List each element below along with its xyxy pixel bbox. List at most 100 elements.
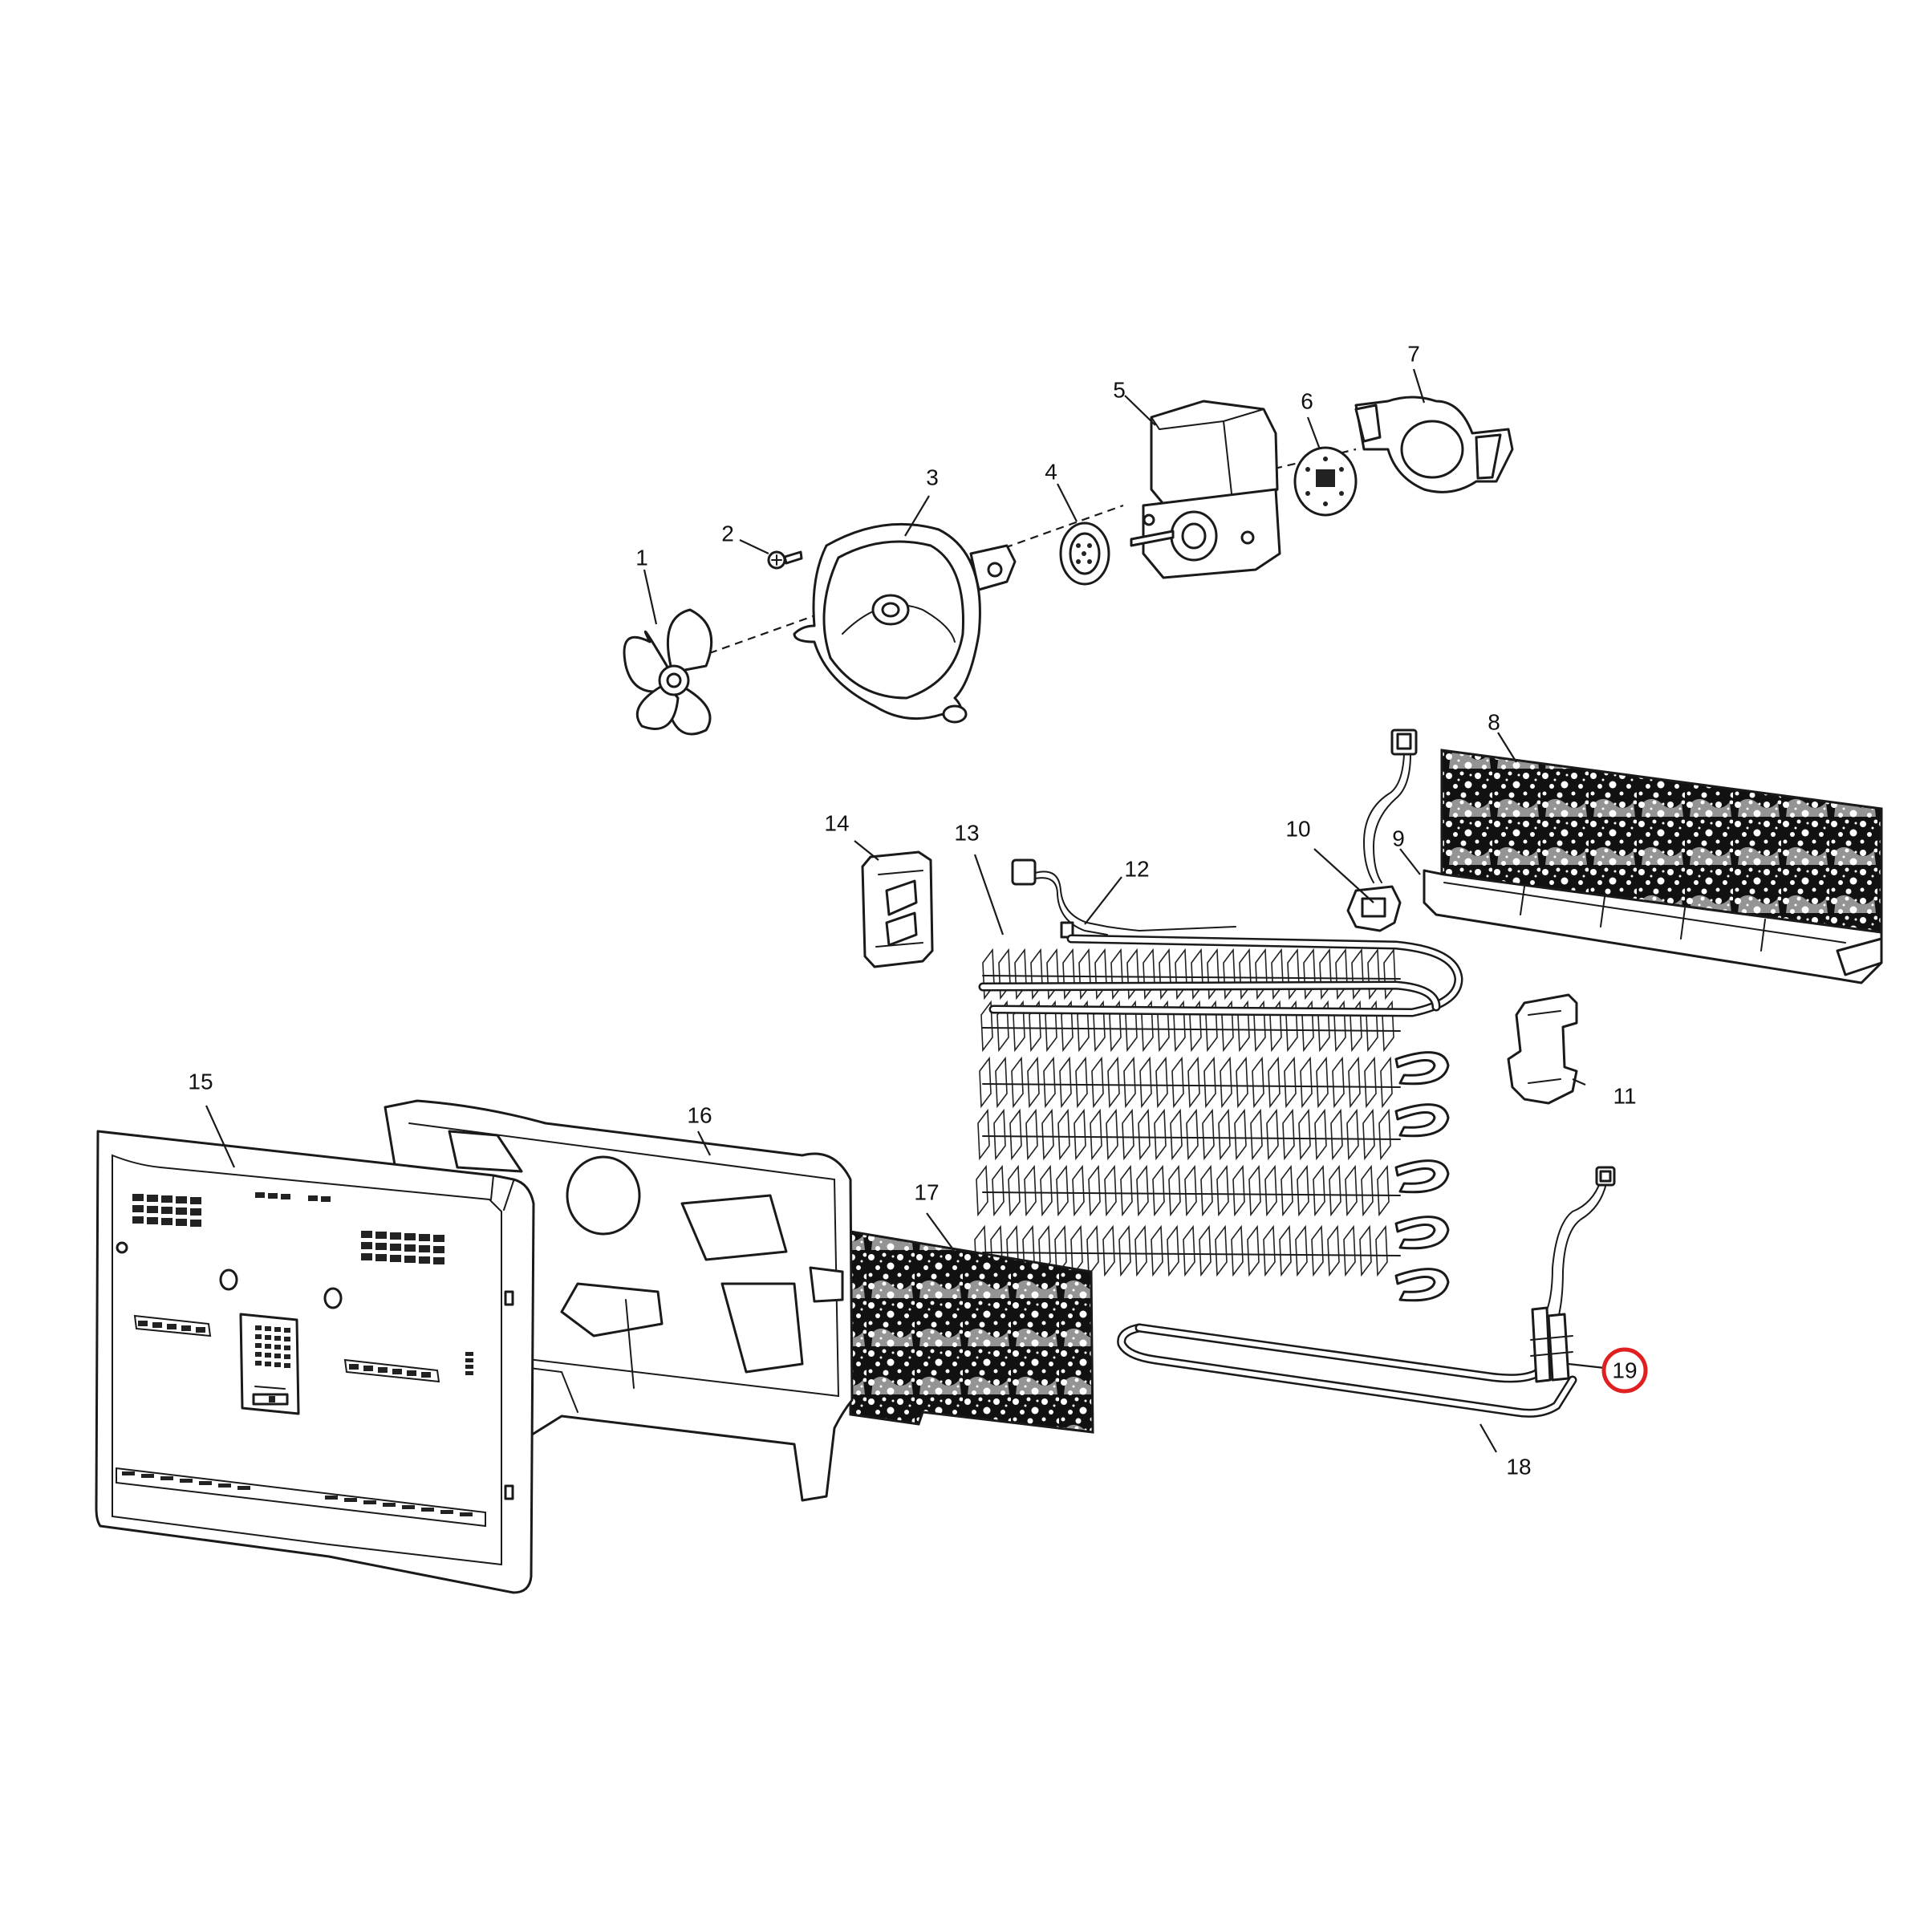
callout-11: 11 xyxy=(1613,1083,1636,1108)
evaporator-fin xyxy=(1009,1108,1022,1161)
evaporator-fin xyxy=(1295,1224,1308,1277)
evaporator-tube-row xyxy=(982,975,1401,980)
evaporator-fin xyxy=(1346,1108,1359,1161)
evaporator-fin xyxy=(1143,948,1155,1000)
evaporator-fin xyxy=(1281,1164,1293,1217)
evaporator-fin xyxy=(1282,1108,1295,1161)
evaporator-fin xyxy=(1313,1164,1325,1217)
fan-motor-part xyxy=(1130,400,1281,579)
evaporator-fin xyxy=(1359,1224,1372,1277)
evaporator-fin xyxy=(1252,1056,1264,1109)
evaporator-fin xyxy=(1351,948,1364,1000)
return-bend xyxy=(1394,1216,1450,1250)
wire-harness-part xyxy=(1011,858,1236,939)
evaporator-fin xyxy=(1088,1164,1101,1217)
evaporator-fin xyxy=(1329,1164,1341,1217)
defrost-heater-assembly xyxy=(1117,1166,1616,1418)
evaporator-fin xyxy=(1070,1224,1083,1277)
evaporator-fin xyxy=(1375,1224,1388,1277)
evaporator-fin xyxy=(1090,1108,1102,1161)
evaporator-fin xyxy=(1138,1108,1151,1161)
evaporator-fin xyxy=(1361,1164,1374,1217)
callout-labels: 1 2 3 4 5 6 7 8 9 10 11 12 13 14 15 16 1… xyxy=(188,341,1648,1479)
evaporator-fin xyxy=(993,1108,1006,1161)
callout-2: 2 xyxy=(721,521,734,546)
evaporator-fins xyxy=(974,948,1401,1277)
block-part xyxy=(861,850,934,968)
evaporator-fin xyxy=(1335,948,1348,1000)
evaporator-fin xyxy=(1175,948,1187,1000)
evaporator-fin xyxy=(1297,1164,1309,1217)
drain-trough-part xyxy=(1423,869,1883,984)
evaporator-fin xyxy=(1247,1224,1260,1277)
drain-trough-assembly xyxy=(1346,729,1883,1105)
screw-part xyxy=(767,550,803,570)
evaporator-fin xyxy=(976,1164,988,1217)
evaporator-fin xyxy=(1377,1164,1390,1217)
evaporator-fin xyxy=(1134,1224,1147,1277)
evaporator-fin xyxy=(1300,1056,1313,1109)
evaporator-fin xyxy=(1330,1108,1343,1161)
evaporator-fin xyxy=(1220,1056,1232,1109)
evaporator-tube-row xyxy=(982,1135,1401,1140)
clamp-ring-part xyxy=(1354,396,1514,493)
return-bend xyxy=(1394,1103,1450,1138)
evaporator-fin xyxy=(1136,1164,1149,1217)
evaporator-fin xyxy=(1232,1164,1245,1217)
callout-16: 16 xyxy=(687,1102,712,1127)
evaporator-return-bends xyxy=(1394,1051,1450,1302)
callout-19[interactable]: 19 xyxy=(1612,1358,1637,1382)
evaporator-tube-row xyxy=(982,1027,1401,1032)
evaporator-fin xyxy=(1139,1056,1152,1109)
evaporator-fin xyxy=(1303,948,1316,1000)
vent-grill xyxy=(132,1192,473,1378)
evaporator-fin xyxy=(1218,1108,1231,1161)
leader-lines xyxy=(205,368,1605,1453)
evaporator-fin xyxy=(1255,948,1268,1000)
evaporator-fin xyxy=(1367,948,1380,1000)
evaporator-fin xyxy=(1186,1108,1199,1161)
evaporator-fin xyxy=(1170,1108,1183,1161)
evaporator-fin xyxy=(1152,1164,1165,1217)
return-bend xyxy=(1394,1051,1450,1086)
evaporator-fin xyxy=(1348,1056,1361,1109)
evaporator-fin xyxy=(1327,1224,1340,1277)
evaporator-fin xyxy=(1072,1164,1085,1217)
evaporator-fin xyxy=(1231,1224,1244,1277)
evaporator-fin xyxy=(1343,1224,1356,1277)
evaporator-fin xyxy=(1271,948,1284,1000)
evaporator-fin xyxy=(1154,1108,1167,1161)
defrost-sensor-part xyxy=(1530,1166,1616,1383)
callout-8: 8 xyxy=(1488,709,1500,734)
evaporator-fin xyxy=(1106,1108,1118,1161)
evaporator-fin xyxy=(1364,1056,1377,1109)
evaporator-tubes xyxy=(978,934,1463,1017)
evaporator-fin xyxy=(1216,1164,1229,1217)
evaporator-fin xyxy=(1025,1108,1038,1161)
evaporator-fin xyxy=(1311,1224,1324,1277)
evaporator-fin xyxy=(1236,1056,1248,1109)
evaporator-fin xyxy=(1203,1056,1216,1109)
evaporator-fin xyxy=(1104,1164,1117,1217)
sensor-part xyxy=(1346,729,1418,932)
evaporator-fin xyxy=(1215,1224,1228,1277)
evaporator-fin xyxy=(980,1000,993,1053)
callout-4: 4 xyxy=(1045,459,1057,484)
rear-wall-panel-part xyxy=(95,1130,535,1594)
evaporator-fin xyxy=(1043,1056,1056,1109)
evaporator-fin xyxy=(1091,1056,1104,1109)
evaporator-fin xyxy=(1075,1056,1088,1109)
callout-5: 5 xyxy=(1113,377,1126,402)
evaporator-tube-row xyxy=(982,1252,1401,1256)
evaporator-fin xyxy=(1159,948,1171,1000)
evaporator-fin xyxy=(1054,1224,1067,1277)
callout-13: 13 xyxy=(954,820,979,845)
callout-18: 18 xyxy=(1506,1454,1531,1479)
fan-assembly xyxy=(623,396,1514,736)
bracket-clip-part xyxy=(1507,993,1578,1105)
evaporator-fin xyxy=(1266,1108,1279,1161)
evaporator-fin xyxy=(1086,1224,1099,1277)
evaporator-fin xyxy=(995,1056,1008,1109)
return-bend xyxy=(1394,1159,1450,1194)
